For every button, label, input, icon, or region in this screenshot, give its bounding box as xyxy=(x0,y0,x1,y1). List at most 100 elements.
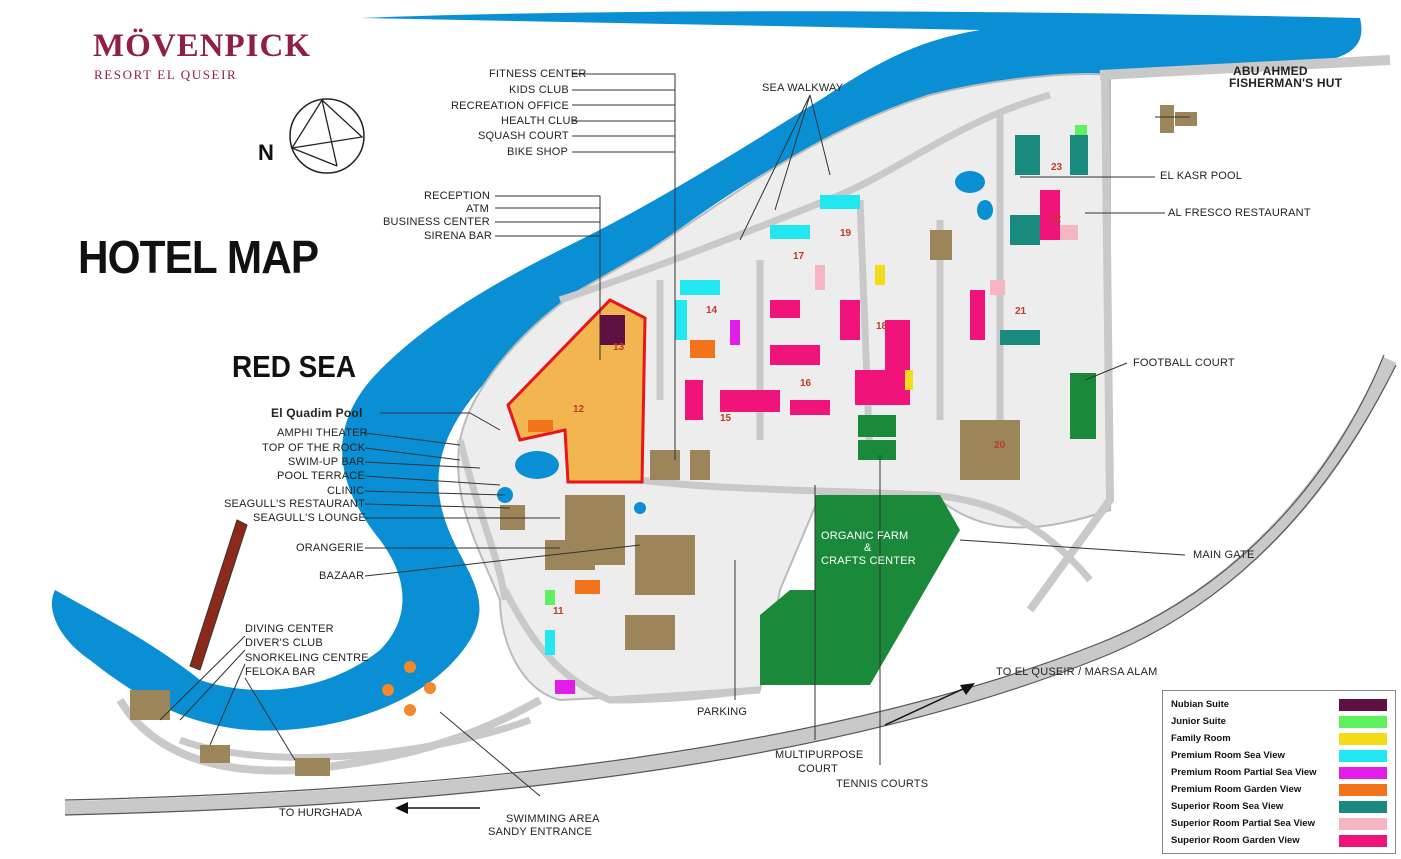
legend-label: Superior Room Garden View xyxy=(1171,835,1300,846)
legend-label: Nubian Suite xyxy=(1171,699,1230,710)
legend-swatch xyxy=(1339,767,1387,779)
label-seagulls-lounge: SEAGULL'S LOUNGE xyxy=(253,512,366,524)
label-pool-terrace: POOL TERRACE xyxy=(277,470,365,482)
legend-label: Family Room xyxy=(1171,733,1231,744)
legend-item: Nubian Suite xyxy=(1171,698,1387,714)
label-squash-court: SQUASH COURT xyxy=(478,130,569,142)
buildings-orange xyxy=(528,340,715,594)
label-crafts-center: CRAFTS CENTER xyxy=(821,555,916,567)
arrow-to-quseir xyxy=(884,687,966,726)
label-fishermans-hut: FISHERMAN'S HUT xyxy=(1229,76,1343,90)
label-fitness-center: FITNESS CENTER xyxy=(489,68,587,80)
legend-item: Superior Room Sea View xyxy=(1171,800,1387,816)
block-23: 23 xyxy=(1051,162,1063,173)
buildings-nubian xyxy=(600,315,625,345)
leader-lines xyxy=(159,73,1190,797)
legend-swatch xyxy=(1339,699,1387,711)
label-amphi-theater: AMPHI THEATER xyxy=(277,427,368,439)
label-sea-walkway: SEA WALKWAY xyxy=(762,82,844,94)
label-organic-farm-amp: & xyxy=(864,542,872,554)
block-17: 17 xyxy=(793,251,805,262)
block-12: 12 xyxy=(573,404,585,415)
legend-swatch xyxy=(1339,716,1387,728)
buildings-beige xyxy=(130,105,1197,776)
sea-label: RED SEA xyxy=(232,349,357,384)
east-road xyxy=(1026,74,1115,613)
block-20: 20 xyxy=(994,440,1006,451)
label-el-kasr-pool: EL KASR POOL xyxy=(1160,170,1243,182)
legend-label: Superior Room Sea View xyxy=(1171,801,1284,812)
compass-star xyxy=(290,98,364,167)
legend-item: Family Room xyxy=(1171,732,1387,748)
block-16: 16 xyxy=(800,378,812,389)
label-clinic: CLINIC xyxy=(327,485,365,497)
label-bazaar: BAZAAR xyxy=(319,570,365,582)
label-divers-club: DIVER'S CLUB xyxy=(245,637,323,649)
arrow-to-hurghada-head xyxy=(395,802,408,814)
label-business-center: BUSINESS CENTER xyxy=(383,216,490,228)
label-to-hurghada: TO HURGHADA xyxy=(279,807,363,819)
legend-swatch xyxy=(1339,801,1387,813)
football-court xyxy=(1070,373,1096,439)
label-feloka-bar: FELOKA BAR xyxy=(245,666,316,678)
label-main-gate: MAIN GATE xyxy=(1193,549,1255,561)
legend-item: Junior Suite xyxy=(1171,715,1387,731)
buildings-green xyxy=(545,125,1087,605)
organic-farm xyxy=(760,495,960,685)
tennis-court-1 xyxy=(858,415,896,437)
legend-swatch xyxy=(1339,835,1387,847)
label-tennis-courts: TENNIS COURTS xyxy=(836,778,929,790)
legend-swatch xyxy=(1339,750,1387,762)
label-kids-club: KIDS CLUB xyxy=(509,84,569,96)
legend-swatch xyxy=(1339,784,1387,796)
label-top-of-the-rock: TOP OF THE ROCK xyxy=(262,442,366,454)
buoys xyxy=(382,661,436,716)
label-seagulls-restaurant: SEAGULL'S RESTAURANT xyxy=(224,498,365,510)
block-13: 13 xyxy=(613,342,625,353)
legend-label: Premium Room Garden View xyxy=(1171,784,1302,795)
pools xyxy=(497,171,993,514)
label-parking: PARKING xyxy=(697,706,748,718)
compass-circle xyxy=(289,98,365,174)
label-diving-center: DIVING CENTER xyxy=(245,623,334,635)
block-19: 19 xyxy=(840,228,852,239)
map-title: HOTEL MAP xyxy=(78,231,319,283)
room-type-legend: Nubian Suite Junior Suite Family Room Pr… xyxy=(1162,690,1396,854)
legend-label: Premium Room Sea View xyxy=(1171,750,1285,761)
label-sirena-bar: SIRENA BAR xyxy=(424,230,493,242)
label-reception: RECEPTION xyxy=(424,190,490,202)
north-road xyxy=(1099,55,1391,80)
legend-swatch xyxy=(1339,733,1387,745)
buildings-yellow xyxy=(875,265,913,390)
legend-item: Superior Room Partial Sea View xyxy=(1171,817,1387,833)
legend-swatch xyxy=(1339,818,1387,830)
label-bike-shop: BIKE SHOP xyxy=(507,146,569,158)
buildings-cyan xyxy=(545,195,860,655)
legend-label: Junior Suite xyxy=(1171,716,1226,727)
buildings-teal xyxy=(1000,135,1088,345)
label-organic-farm: ORGANIC FARM xyxy=(821,530,909,542)
label-swim-up-bar: SWIM-UP BAR xyxy=(288,456,365,468)
buildings-magenta xyxy=(685,190,1060,420)
legend-item: Superior Room Garden View xyxy=(1171,834,1387,850)
brand-subtitle: RESORT EL QUSEIR xyxy=(94,67,238,82)
legend-item: Premium Room Sea View xyxy=(1171,749,1387,765)
pier xyxy=(189,519,248,671)
label-sandy-entrance: SANDY ENTRANCE xyxy=(488,826,593,838)
legend-item: Premium Room Garden View xyxy=(1171,783,1387,799)
label-football-court: FOOTBALL COURT xyxy=(1133,357,1235,369)
block-15: 15 xyxy=(720,413,732,424)
label-snorkeling: SNORKELING CENTRE xyxy=(245,652,369,664)
label-orangerie: ORANGERIE xyxy=(296,542,364,554)
label-atm: ATM xyxy=(466,203,490,215)
legend-label: Superior Room Partial Sea View xyxy=(1171,818,1315,829)
block-11: 11 xyxy=(553,606,564,617)
label-recreation-office: RECREATION OFFICE xyxy=(451,100,570,112)
brand-logo: MÖVENPICK xyxy=(93,28,311,64)
label-to-el-quseir: TO EL QUSEIR / MARSA ALAM xyxy=(996,666,1158,678)
label-el-quadim-pool: El Quadim Pool xyxy=(271,406,363,420)
compass-north-label: N xyxy=(258,140,274,165)
label-al-fresco: AL FRESCO RESTAURANT xyxy=(1168,207,1311,219)
